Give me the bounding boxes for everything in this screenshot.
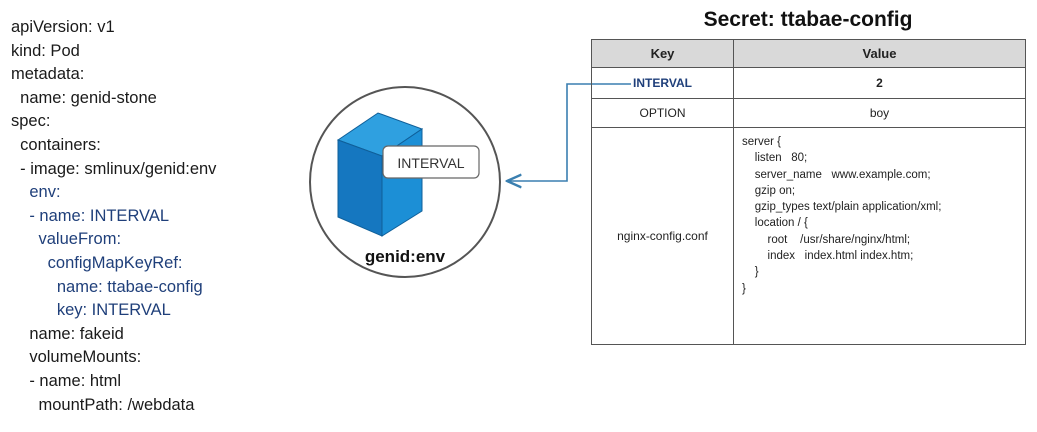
yaml-line: key: INTERVAL [11, 301, 171, 320]
yaml-line: - image: smlinux/genid:env [11, 159, 217, 178]
config-line: } [742, 282, 746, 295]
value-cell: boy [733, 98, 1026, 128]
env-label: INTERVAL [397, 155, 464, 171]
yaml-line: - name: INTERVAL [11, 206, 170, 225]
secret-table: Key Value INTERVAL 2 OPTION boy nginx-co… [591, 39, 1026, 345]
key-header: Key [591, 39, 734, 68]
key-cell: OPTION [591, 98, 734, 128]
config-line: } [742, 266, 759, 279]
table-row: INTERVAL 2 [591, 67, 1026, 99]
yaml-line: name: ttabae-config [11, 277, 203, 296]
yaml-line: mountPath: /webdata [11, 395, 195, 414]
config-line: index index.html index.htm; [742, 250, 914, 263]
key-cell: INTERVAL [591, 67, 734, 99]
yaml-line: volumeMounts: [11, 348, 142, 367]
yaml-line: kind: Pod [11, 41, 80, 60]
config-line: location / { [742, 217, 808, 230]
config-line: gzip_types text/plain application/xml; [742, 201, 942, 214]
yaml-line: - name: html [11, 371, 122, 390]
yaml-line: spec: [11, 112, 51, 131]
config-line: server_name www.example.com; [742, 168, 931, 181]
config-line: root /usr/share/nginx/html; [742, 233, 911, 246]
key-cell: nginx-config.conf [591, 127, 734, 345]
nginx-config-text: server { listen 80; server_name www.exam… [734, 128, 1025, 297]
yaml-line: configMapKeyRef: [11, 253, 183, 272]
pod-yaml: apiVersion: v1 kind: Pod metadata: name: g… [11, 16, 216, 417]
config-line: gzip on; [742, 184, 796, 197]
value-cell: 2 [733, 67, 1026, 99]
value-header: Value [733, 39, 1026, 68]
yaml-line: valueFrom: [11, 230, 122, 249]
config-line: listen 80; [742, 152, 808, 165]
env-label-box [382, 145, 480, 179]
yaml-line: metadata: [11, 65, 85, 84]
config-line: server { [742, 136, 781, 148]
table-row: OPTION boy [591, 98, 1026, 128]
yaml-line: containers: [11, 135, 101, 154]
yaml-line: env: [11, 183, 61, 202]
yaml-line: apiVersion: v1 [11, 18, 115, 36]
secret-title: Secret: ttabae-config [703, 8, 913, 31]
table-header-row: Key Value [591, 39, 1026, 68]
yaml-line: name: genid-stone [11, 88, 157, 107]
yaml-line: name: fakeid [11, 324, 124, 343]
table-row: nginx-config.conf server { listen 80; se… [591, 127, 1026, 345]
value-cell: server { listen 80; server_name www.exam… [733, 127, 1026, 345]
pod-label: genid:env [365, 247, 446, 266]
